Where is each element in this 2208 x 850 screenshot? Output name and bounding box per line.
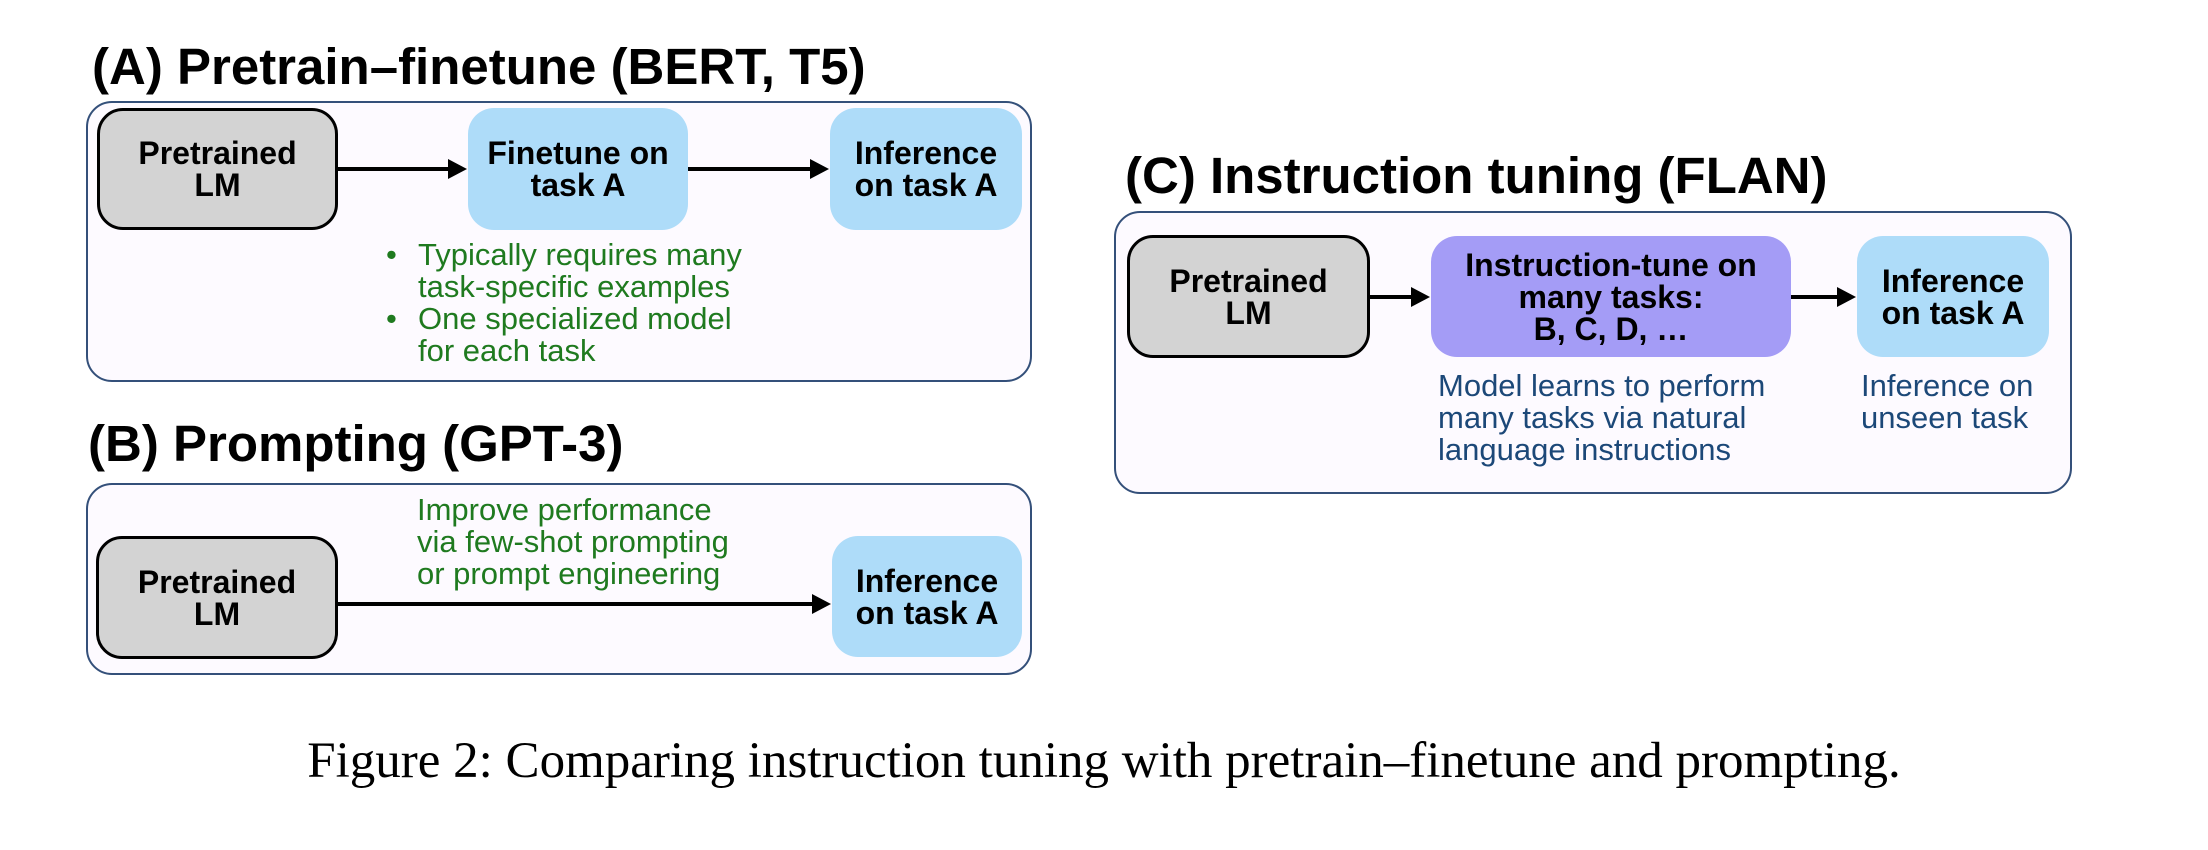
box-line: Finetune on bbox=[487, 135, 669, 171]
arrowhead bbox=[812, 594, 831, 614]
arrowhead bbox=[1837, 287, 1856, 307]
panel-c-inference-box: Inference on task A bbox=[1857, 236, 2049, 357]
bullet-line: task-specific examples bbox=[418, 269, 730, 304]
box-line: Pretrained bbox=[138, 135, 297, 171]
box-line: on task A bbox=[854, 167, 998, 203]
box-line: Inference bbox=[1881, 262, 2025, 299]
panel-a-heading: (A) Pretrain–finetune (BERT, T5) bbox=[92, 38, 866, 95]
figure-caption: Figure 2: Comparing instruction tuning w… bbox=[307, 733, 1901, 789]
bullet-line: Typically requires many bbox=[418, 237, 742, 272]
arrowhead bbox=[1411, 287, 1430, 307]
box-line: many tasks: bbox=[1518, 278, 1704, 315]
panel-b-heading: (B) Prompting (GPT-3) bbox=[88, 415, 624, 472]
bullet-item: One specialized model for each task bbox=[386, 303, 742, 367]
panel-b-pretrained-lm-box: Pretrained LM bbox=[96, 536, 338, 659]
note-line: Inference on bbox=[1861, 368, 2034, 403]
panel-c-instruction-tune-box: Instruction-tune on many tasks: B, C, D,… bbox=[1431, 236, 1791, 357]
panel-b-inference-box: Inference on task A bbox=[832, 536, 1022, 657]
panel-c-note-right: Inference on unseen task bbox=[1861, 370, 2033, 434]
note-line: language instructions bbox=[1438, 432, 1731, 467]
panel-a-pretrained-lm-box: Pretrained LM bbox=[97, 108, 338, 230]
note-line: unseen task bbox=[1861, 400, 2029, 435]
box-line: on task A bbox=[855, 594, 999, 631]
arrowhead bbox=[810, 159, 829, 179]
box-line: Inference bbox=[855, 562, 999, 599]
bullet-item: Typically requires many task-specific ex… bbox=[386, 239, 742, 303]
box-line: B, C, D, … bbox=[1533, 310, 1689, 347]
box-line: task A bbox=[530, 167, 626, 203]
panel-a-inference-box: Inference on task A bbox=[830, 108, 1022, 230]
box-line: Inference bbox=[854, 135, 998, 171]
note-line: via few-shot prompting bbox=[417, 524, 729, 559]
note-line: Model learns to perform bbox=[1438, 368, 1766, 403]
box-line: Instruction-tune on bbox=[1465, 246, 1757, 283]
note-line: many tasks via natural bbox=[1438, 400, 1747, 435]
panel-c-heading: (C) Instruction tuning (FLAN) bbox=[1125, 147, 1828, 204]
panel-a-bullets: Typically requires many task-specific ex… bbox=[386, 239, 742, 367]
panel-a-finetune-box: Finetune on task A bbox=[468, 108, 688, 230]
note-line: Improve performance bbox=[417, 492, 712, 527]
box-line: on task A bbox=[1881, 294, 2025, 331]
box-line: Pretrained bbox=[137, 563, 297, 600]
box-line: LM bbox=[194, 167, 241, 203]
bullet-line: One specialized model bbox=[418, 301, 732, 336]
box-line: LM bbox=[1225, 294, 1272, 331]
panel-b-note: Improve performance via few-shot prompti… bbox=[417, 494, 729, 590]
panel-c-pretrained-lm-box: Pretrained LM bbox=[1127, 235, 1370, 358]
note-line: or prompt engineering bbox=[417, 556, 721, 591]
panel-c-note-left: Model learns to perform many tasks via n… bbox=[1438, 370, 1765, 466]
bullet-line: for each task bbox=[418, 333, 596, 368]
box-line: LM bbox=[193, 595, 241, 632]
box-line: Pretrained bbox=[1169, 262, 1328, 299]
arrowhead bbox=[448, 159, 467, 179]
